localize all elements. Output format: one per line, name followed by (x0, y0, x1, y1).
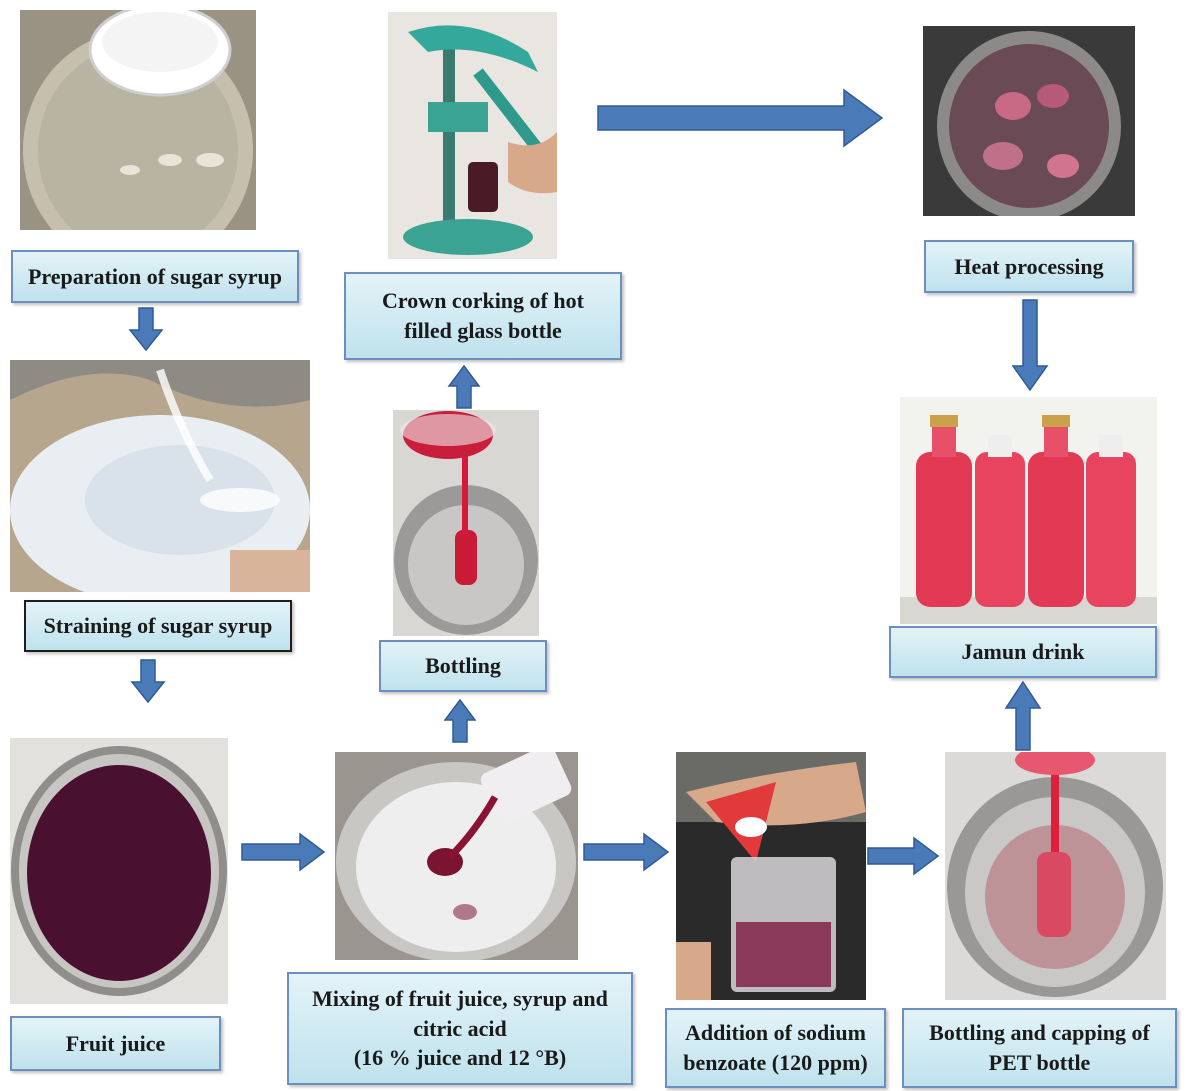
arrow-right-mixing-to-benzoate (584, 834, 668, 870)
label-mixing-line3: (16 % juice and 12 °B) (354, 1043, 566, 1073)
label-crown-corking-line1: Crown corking of hot (382, 286, 584, 316)
label-sodium-benzoate: Addition of sodium benzoate (120 ppm) (665, 1008, 886, 1088)
label-mixing-line1: Mixing of fruit juice, syrup and (312, 984, 608, 1014)
label-pet-bottling-line2: PET bottle (989, 1048, 1091, 1078)
arrow-right-juice-to-mixing (242, 834, 324, 870)
photo-pet-bottling (945, 752, 1166, 1000)
photo-sugar-syrup-preparation (20, 10, 256, 230)
label-heat-processing-text: Heat processing (954, 252, 1103, 282)
arrow-right-benzoate-to-pet (868, 838, 938, 874)
arrow-up-mixing-to-bottling (445, 700, 475, 742)
photo-sodium-benzoate (676, 752, 866, 1000)
arrow-down-heat-to-drink (1013, 300, 1047, 390)
photo-jamun-drink (900, 397, 1157, 624)
photo-bottling (393, 410, 539, 636)
label-sodium-benzoate-line2: benzoate (120 ppm) (683, 1048, 868, 1078)
label-pet-bottling: Bottling and capping of PET bottle (902, 1008, 1177, 1088)
label-straining-sugar-syrup: Straining of sugar syrup (24, 600, 292, 652)
label-mixing-line2: citric acid (413, 1014, 506, 1044)
label-pet-bottling-line1: Bottling and capping of (929, 1018, 1150, 1048)
label-mixing: Mixing of fruit juice, syrup and citric … (287, 972, 633, 1085)
label-fruit-juice: Fruit juice (10, 1016, 221, 1071)
arrow-down-syrup-to-straining (130, 308, 162, 350)
arrow-down-straining-to-juice (132, 660, 164, 702)
label-crown-corking-line2: filled glass bottle (404, 316, 562, 346)
photo-mixing (335, 752, 578, 960)
label-jamun-drink: Jamun drink (889, 626, 1157, 678)
label-bottling-text: Bottling (425, 651, 501, 681)
photo-fruit-juice (10, 738, 228, 1004)
label-heat-processing: Heat processing (924, 240, 1134, 293)
label-jamun-drink-text: Jamun drink (962, 637, 1085, 667)
photo-straining (10, 360, 310, 592)
arrow-right-crown-to-heat (598, 90, 882, 146)
label-crown-corking: Crown corking of hot filled glass bottle (344, 272, 622, 360)
photo-heat-processing (923, 26, 1135, 216)
label-sodium-benzoate-line1: Addition of sodium (685, 1018, 866, 1048)
label-fruit-juice-text: Fruit juice (66, 1029, 166, 1059)
arrow-up-bottling-to-crown (449, 366, 479, 408)
label-preparation-sugar-syrup-text: Preparation of sugar syrup (28, 262, 282, 292)
label-preparation-sugar-syrup: Preparation of sugar syrup (11, 250, 299, 303)
arrow-up-pet-to-drink (1006, 682, 1040, 750)
photo-crown-corking (388, 12, 557, 259)
label-straining-sugar-syrup-text: Straining of sugar syrup (44, 611, 273, 641)
label-bottling: Bottling (379, 640, 547, 692)
